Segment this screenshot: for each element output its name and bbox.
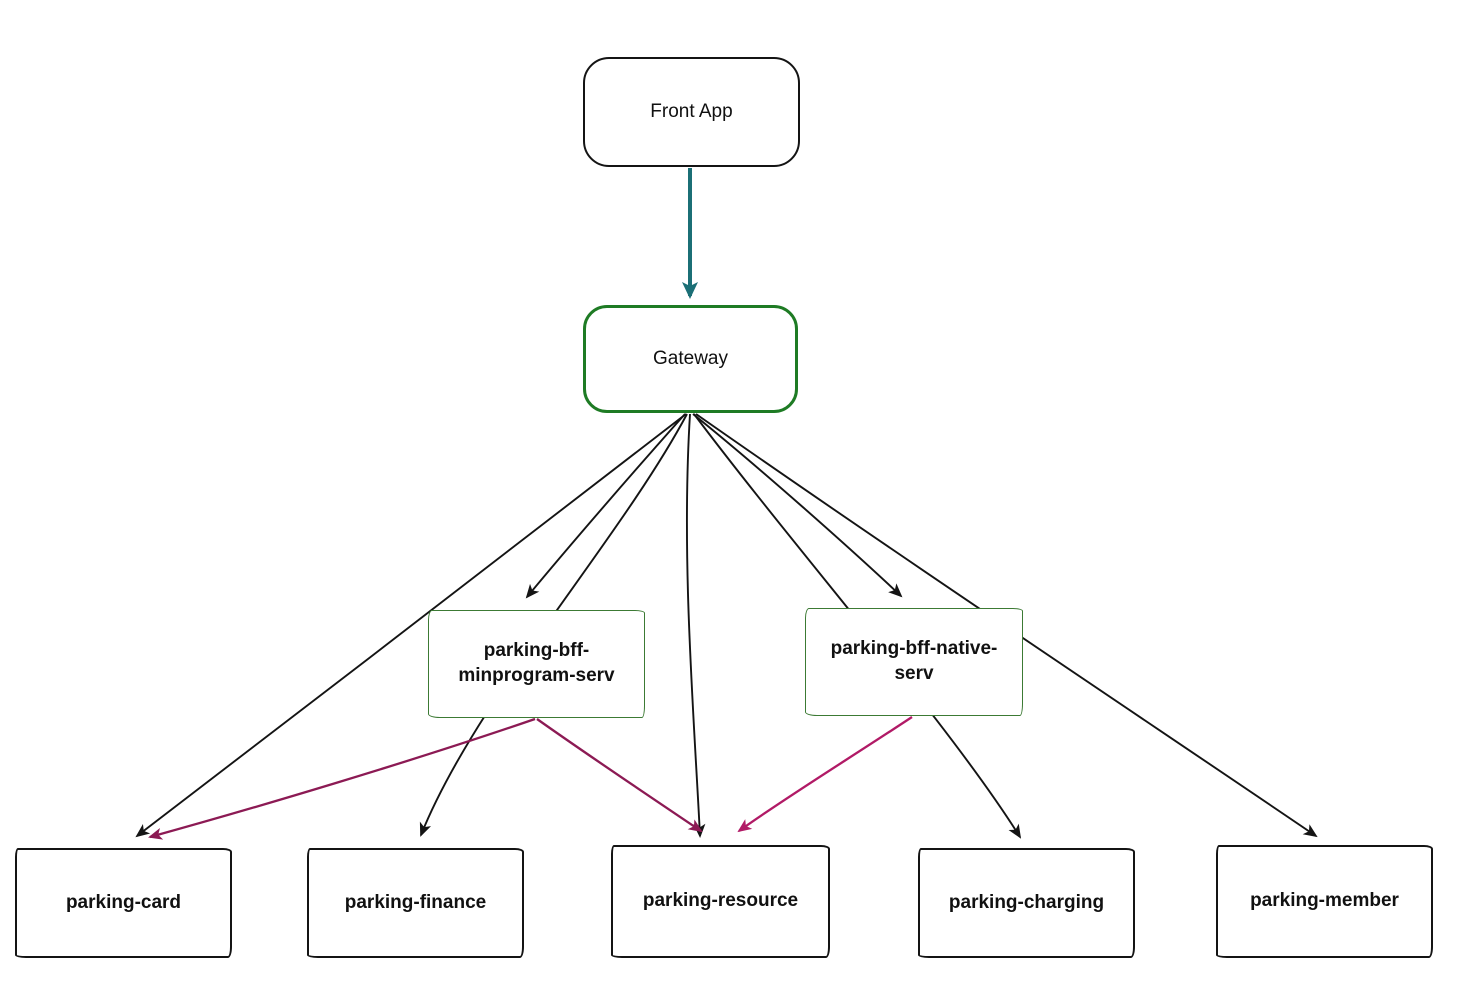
node-front-app: Front App	[583, 57, 800, 167]
edge-gateway-parking-card	[135, 413, 687, 838]
node-parking-charging: parking-charging	[918, 848, 1135, 958]
edge-gateway-bff-minprogram	[525, 413, 686, 599]
node-parking-resource: parking-resource	[611, 845, 830, 958]
edge-gateway-bff-native	[692, 413, 903, 598]
node-parking-finance: parking-finance	[307, 848, 524, 958]
node-parking-finance-label: parking-finance	[344, 891, 487, 913]
node-parking-card: parking-card	[15, 848, 232, 958]
edge-bff-native-parking-resource	[737, 716, 913, 833]
node-parking-card-label: parking-card	[65, 891, 182, 913]
node-parking-member-label: parking-member	[1250, 890, 1399, 912]
node-parking-resource-label: parking-resource	[642, 890, 799, 912]
node-bff-minprogram-serv: parking-bff-minprogram-serv	[428, 610, 645, 718]
node-bff-native-label: parking-bff-native-serv	[830, 638, 998, 684]
node-gateway: Gateway	[583, 305, 798, 413]
node-bff-minprogram-label: parking-bff-minprogram-serv	[458, 640, 615, 686]
node-bff-native-serv: parking-bff-native-serv	[805, 608, 1023, 716]
edge-bff-minprogram-parking-resource	[536, 718, 703, 833]
node-gateway-label: Gateway	[653, 347, 728, 369]
node-parking-charging-label: parking-charging	[948, 891, 1105, 913]
edge-bff-minprogram-parking-card	[148, 717, 536, 840]
node-front-app-label: Front App	[650, 100, 733, 122]
edge-gateway-parking-resource	[685, 413, 706, 838]
node-parking-member: parking-member	[1216, 845, 1433, 958]
